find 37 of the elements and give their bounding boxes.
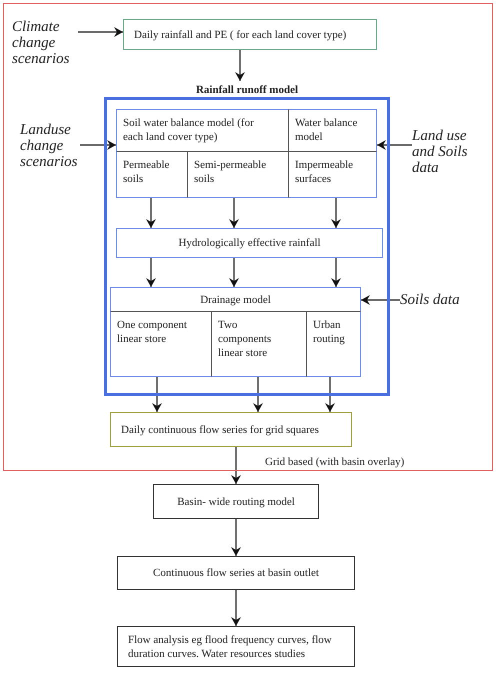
model-cell: Drainage model xyxy=(110,287,361,312)
boundary-frame xyxy=(3,3,493,471)
model-cell: Impermeable surfaces xyxy=(288,151,377,198)
input-label: Climate change scenarios xyxy=(12,19,78,69)
model-cell: One component linear store xyxy=(110,311,212,377)
process-box: Continuous flow series at basin outlet xyxy=(117,556,355,590)
arrow xyxy=(253,377,263,412)
arrow xyxy=(78,27,123,37)
arrow xyxy=(146,258,156,287)
input-label: Soils data xyxy=(400,292,480,310)
arrow xyxy=(331,258,341,287)
arrow xyxy=(361,295,400,305)
arrow xyxy=(146,198,156,228)
arrow xyxy=(377,140,412,150)
arrow xyxy=(80,140,116,150)
model-cell: Urban routing xyxy=(306,311,361,377)
process-box: Daily rainfall and PE ( for each land cover type) xyxy=(123,19,377,50)
arrow xyxy=(231,447,241,484)
group-heading: Rainfall runoff model xyxy=(194,84,300,97)
process-box: Daily continuous flow series for grid squares xyxy=(110,412,352,447)
input-label: Land use and Soils data xyxy=(412,128,484,178)
edge-label: Grid based (with basin overlay) xyxy=(265,456,404,469)
arrow xyxy=(231,519,241,556)
arrow xyxy=(231,590,241,626)
arrow xyxy=(331,198,341,228)
model-cell: Permeable soils xyxy=(116,151,188,198)
process-box: Flow analysis eg flood frequency curves, flow duration curves. Water resources studies xyxy=(117,626,355,667)
arrow xyxy=(325,377,335,412)
process-box: Basin- wide routing model xyxy=(153,484,319,519)
process-box: Hydrologically effective rainfall xyxy=(116,228,383,258)
arrow xyxy=(229,198,239,228)
model-cell: Soil water balance model (for each land cover type) xyxy=(116,109,289,152)
input-label: Landuse change scenarios xyxy=(20,122,80,172)
arrow xyxy=(152,377,162,412)
model-cell: Water balance model xyxy=(288,109,377,152)
arrow xyxy=(235,50,245,81)
arrow xyxy=(229,258,239,287)
